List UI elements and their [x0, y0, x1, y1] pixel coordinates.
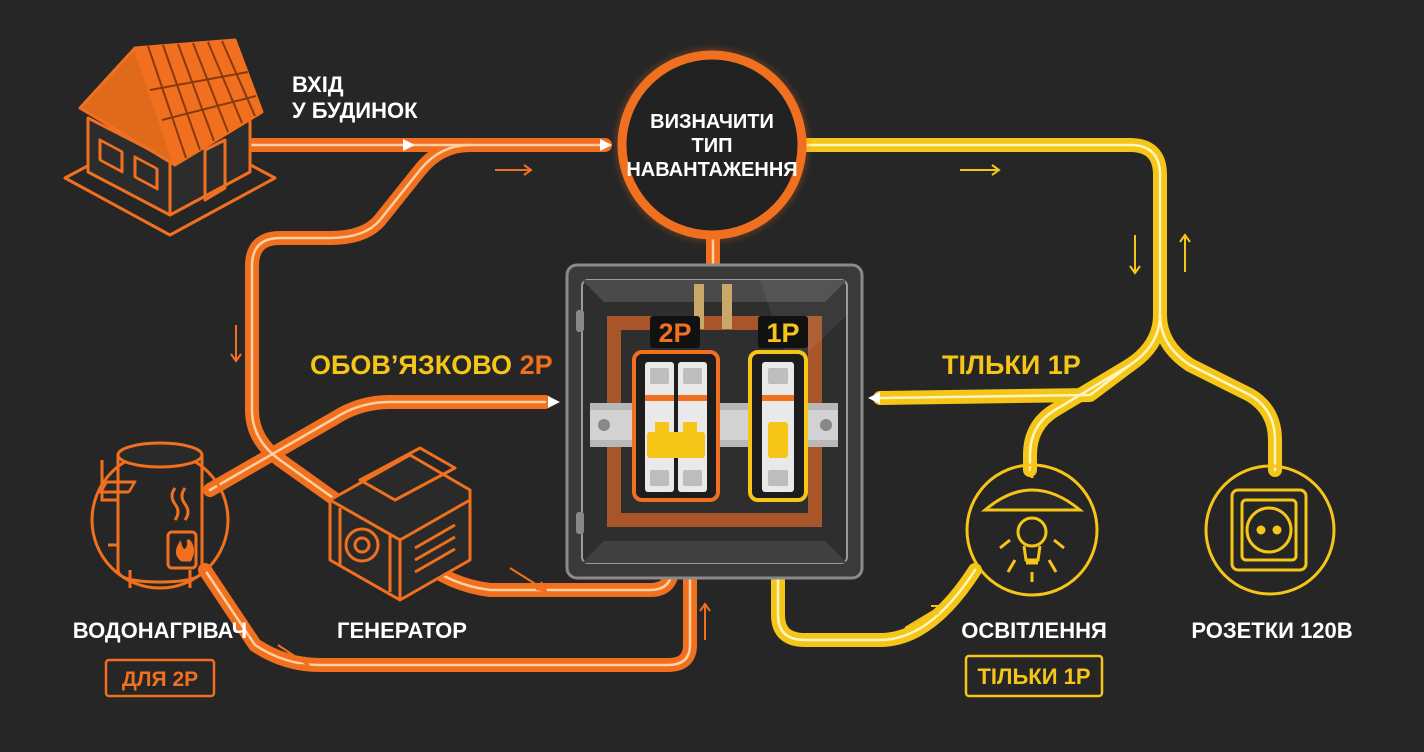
water-heater-icon — [90, 441, 230, 590]
house-label-line2: У БУДИНОК — [292, 98, 418, 123]
lighting-badge-text: ТІЛЬКИ 1P — [977, 664, 1090, 689]
route-2p-label-prefix: ОБОВ’ЯЗКОВО — [310, 350, 512, 380]
route-2p-label: ОБОВ’ЯЗКОВО 2P — [310, 350, 553, 380]
panel-badge-1p: 1P — [766, 318, 799, 348]
wires-2p — [198, 138, 720, 672]
house-label-line1: ВХІД — [292, 72, 344, 97]
outlets-label: РОЗЕТКИ 120В — [1191, 618, 1352, 643]
decision-line2: ТИП — [692, 135, 733, 157]
breaker-panel-icon — [565, 263, 864, 580]
water-heater-badge-text: ДЛЯ 2P — [122, 668, 198, 691]
route-1p-label: ТІЛЬКИ 1P — [942, 350, 1081, 380]
decision-node: ВИЗНАЧИТИ ТИП НАВАНТАЖЕННЯ — [615, 48, 809, 242]
water-heater-badge: ДЛЯ 2P — [104, 658, 216, 698]
panel-badge-2p: 2P — [658, 318, 691, 348]
generator-label: ГЕНЕРАТОР — [337, 618, 467, 643]
lighting-badge: ТІЛЬКИ 1P — [964, 654, 1104, 698]
light-bulb-icon — [965, 463, 1099, 597]
outlet-icon — [1204, 464, 1336, 596]
flow-arrows — [230, 164, 1191, 668]
wires-1p — [771, 138, 1282, 647]
house-icon — [63, 38, 277, 237]
decision-line1: ВИЗНАЧИТИ — [650, 111, 774, 133]
generator-icon — [99, 446, 472, 602]
route-2p-label-emphasis: 2P — [520, 350, 553, 380]
water-heater-label: ВОДОНАГРІВАЧ — [73, 618, 247, 643]
decision-line3: НАВАНТАЖЕННЯ — [626, 159, 797, 181]
lighting-label: ОСВІТЛЕННЯ — [961, 618, 1107, 643]
